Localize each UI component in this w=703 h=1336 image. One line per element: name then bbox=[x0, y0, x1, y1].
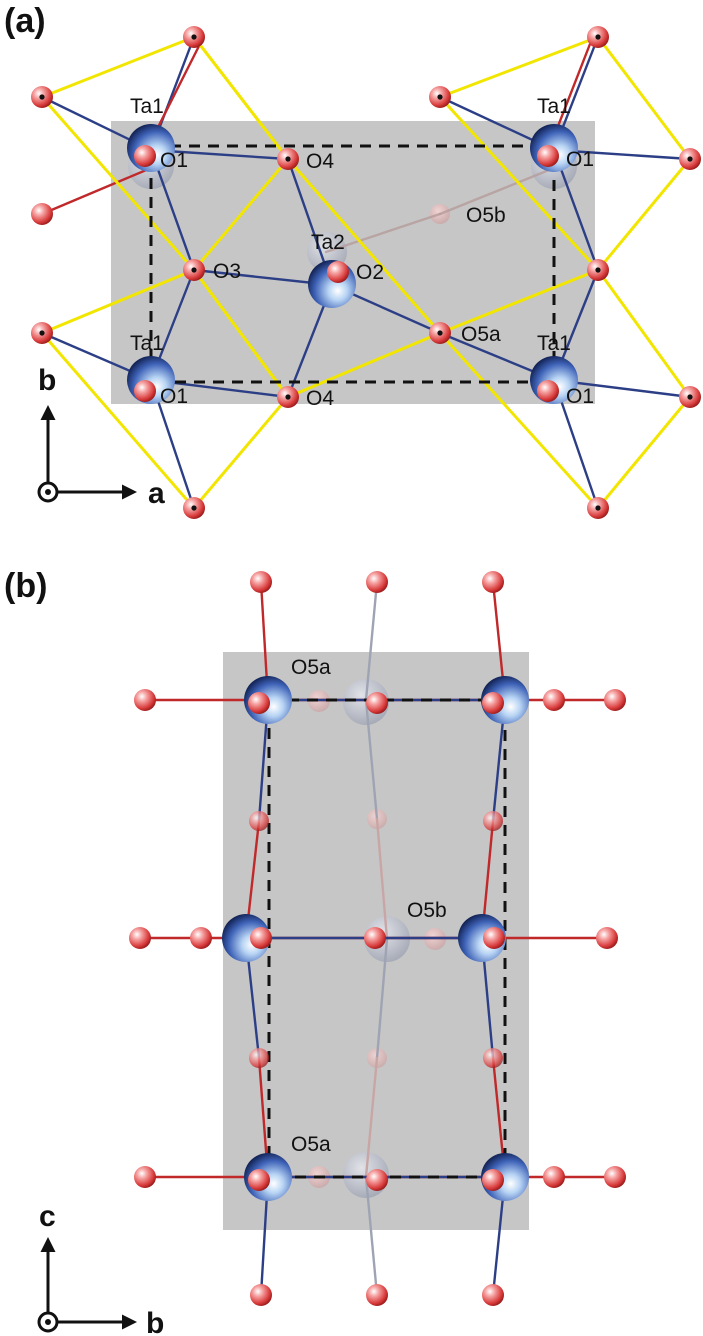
label-ta1: Ta1 bbox=[537, 95, 571, 118]
o-atom bbox=[183, 497, 205, 519]
axes-indicator-a: b a bbox=[37, 364, 165, 510]
o-atom bbox=[129, 927, 151, 949]
o-atom bbox=[482, 571, 504, 593]
o-atom bbox=[190, 927, 212, 949]
o-atom bbox=[248, 692, 270, 714]
label-o1: O1 bbox=[160, 385, 188, 408]
axis-label-a: a bbox=[148, 477, 165, 510]
o-atom bbox=[604, 689, 626, 711]
o-atom bbox=[364, 927, 386, 949]
label-o5a: O5a bbox=[461, 323, 501, 346]
o1-atom bbox=[134, 380, 156, 402]
o-atom bbox=[183, 26, 205, 48]
o-atom bbox=[587, 497, 609, 519]
o4-atom bbox=[277, 148, 299, 170]
label-ta1: Ta1 bbox=[130, 332, 164, 355]
o-atom bbox=[679, 386, 701, 408]
axis-label-b: b bbox=[38, 364, 56, 397]
panel-a: (a) bbox=[4, 2, 701, 519]
label-o5b: O5b bbox=[466, 204, 506, 227]
label-ta2: Ta2 bbox=[311, 231, 345, 254]
panel-b: (b) bbox=[4, 567, 626, 1336]
label-o1: O1 bbox=[160, 149, 188, 172]
o-atoms-b bbox=[129, 571, 626, 1306]
o-atom bbox=[482, 692, 504, 714]
panel-a-label: (a) bbox=[4, 2, 46, 40]
o-atom bbox=[31, 86, 53, 108]
label-o5a: O5a bbox=[291, 1133, 331, 1156]
axis-label-c: c bbox=[39, 1200, 56, 1233]
o1-atom bbox=[537, 145, 559, 167]
o-atom bbox=[604, 1166, 626, 1188]
o-atom bbox=[679, 148, 701, 170]
atom-labels-b: O5a O5b O5a bbox=[291, 656, 447, 1156]
o-atom bbox=[483, 811, 503, 831]
o-atom bbox=[587, 26, 609, 48]
o-atom bbox=[429, 86, 451, 108]
o-atom bbox=[248, 1169, 270, 1191]
label-ta1: Ta1 bbox=[537, 332, 571, 355]
o-atom bbox=[543, 1166, 565, 1188]
o-atom bbox=[596, 927, 618, 949]
panel-b-label: (b) bbox=[4, 567, 47, 605]
ta-atom bbox=[222, 914, 270, 962]
o1-atom bbox=[537, 380, 559, 402]
o5a-atom bbox=[429, 322, 451, 344]
o-atom bbox=[134, 689, 156, 711]
o-atom bbox=[366, 571, 388, 593]
unit-cell-outline bbox=[149, 144, 556, 384]
label-ta1: Ta1 bbox=[130, 95, 164, 118]
o2-atom bbox=[327, 261, 349, 283]
label-o2: O2 bbox=[356, 261, 384, 284]
o-atom bbox=[482, 1169, 504, 1191]
label-o1: O1 bbox=[566, 385, 594, 408]
o-atom bbox=[543, 689, 565, 711]
o-atoms-a bbox=[31, 26, 701, 519]
label-o1: O1 bbox=[566, 148, 594, 171]
label-o4: O4 bbox=[306, 150, 334, 173]
o-atom bbox=[134, 1166, 156, 1188]
axes-indicator-b: c b bbox=[37, 1200, 164, 1336]
o-atom bbox=[366, 692, 388, 714]
o-atom bbox=[587, 259, 609, 281]
label-o5b: O5b bbox=[407, 899, 447, 922]
atom-labels-a: Ta1 O1 O4 O5b Ta2 O3 O2 O5a Ta1 O1 O4 Ta… bbox=[130, 95, 594, 410]
o-atom bbox=[366, 1169, 388, 1191]
label-o3: O3 bbox=[213, 260, 241, 283]
o3-atom bbox=[183, 259, 205, 281]
o-atom bbox=[31, 203, 53, 225]
o-atom bbox=[483, 927, 505, 949]
o4-atom bbox=[277, 386, 299, 408]
o-atom bbox=[31, 322, 53, 344]
o-atom bbox=[250, 571, 272, 593]
axis-label-b: b bbox=[146, 1307, 164, 1336]
o1-atom bbox=[134, 145, 156, 167]
o-atom bbox=[366, 1284, 388, 1306]
o-atom bbox=[482, 1284, 504, 1306]
o-atom bbox=[250, 1284, 272, 1306]
label-o5a: O5a bbox=[291, 656, 331, 679]
o-atom bbox=[483, 1048, 503, 1068]
label-o4: O4 bbox=[306, 387, 334, 410]
o-atom bbox=[250, 927, 272, 949]
o-atom bbox=[249, 1048, 269, 1068]
ta-atom bbox=[458, 914, 506, 962]
o-atom bbox=[249, 811, 269, 831]
